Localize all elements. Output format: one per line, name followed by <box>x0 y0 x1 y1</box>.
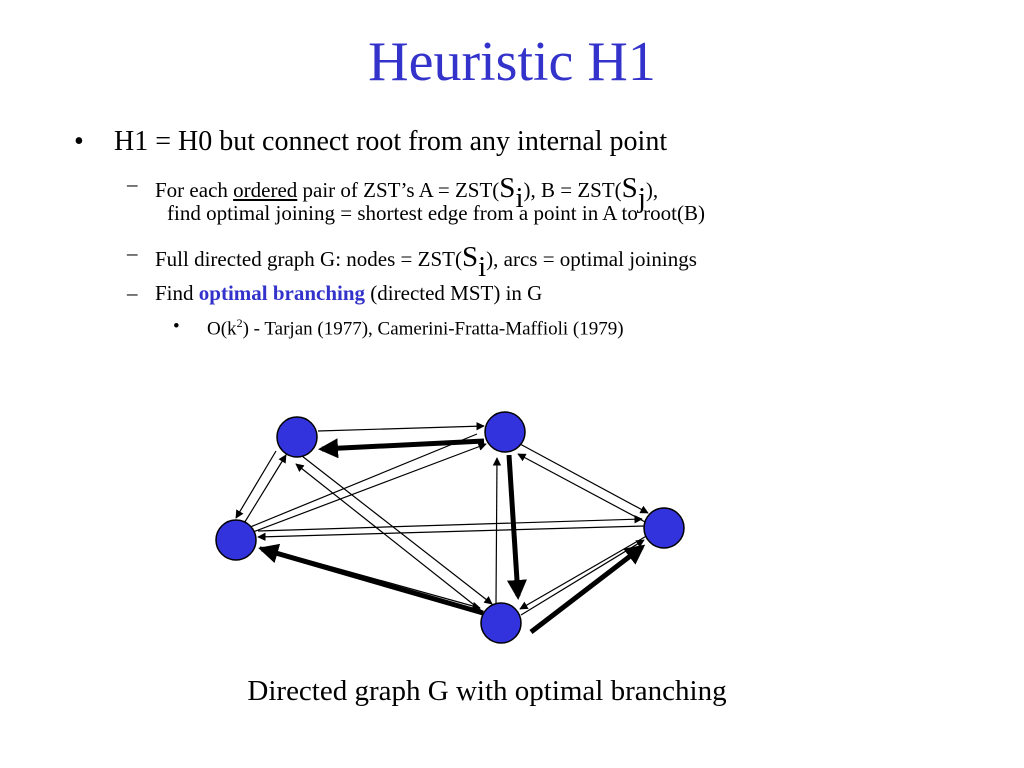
graph-node <box>484 411 526 453</box>
arc <box>242 454 287 526</box>
arc <box>519 443 649 514</box>
arc <box>257 525 646 541</box>
branching-arc <box>529 544 646 634</box>
arc <box>252 442 487 533</box>
branching-arc <box>506 454 527 600</box>
sub-bullet-1-line2: find optimal joining = shortest edge fro… <box>167 201 705 225</box>
graph-node <box>643 507 685 549</box>
branching-arcs <box>258 438 646 634</box>
arc <box>317 422 485 432</box>
thin-arcs <box>235 422 651 616</box>
sub-sub-bullet-text: O(k2) - Tarjan (1977), Camerini-Fratta-M… <box>207 316 624 340</box>
graph-node <box>215 519 257 561</box>
arc <box>520 539 645 616</box>
figure-caption: Directed graph G with optimal branching <box>247 675 727 707</box>
branching-arc <box>318 438 485 459</box>
slide-title: Heuristic H1 <box>368 31 656 93</box>
nodes <box>215 411 685 644</box>
dash: – <box>127 172 138 196</box>
bullet-dot: • <box>74 126 84 157</box>
arc <box>242 433 478 532</box>
graph-node <box>480 602 522 644</box>
sub-bullet-1-line1: For each ordered pair of ZST’s A = ZST(S… <box>155 172 659 214</box>
arc <box>301 455 493 605</box>
bullet-1-text: H1 = H0 but connect root from any intern… <box>114 126 668 157</box>
dash: – <box>127 241 138 265</box>
arc <box>235 450 277 519</box>
branching-arc <box>258 543 484 616</box>
arc <box>295 463 484 613</box>
arc <box>519 533 651 610</box>
sub-bullet-3-text: Find optimal branching (directed MST) in… <box>155 281 543 305</box>
dash: – <box>127 281 138 305</box>
sub-bullet-2-text: Full directed graph G: nodes = ZST(Si), … <box>155 241 697 283</box>
graph-node <box>276 416 318 458</box>
arc <box>492 457 502 604</box>
highlight-text: optimal branching <box>198 281 366 305</box>
arc <box>257 515 643 532</box>
arc <box>517 453 648 524</box>
bullet-dot: • <box>173 316 180 337</box>
